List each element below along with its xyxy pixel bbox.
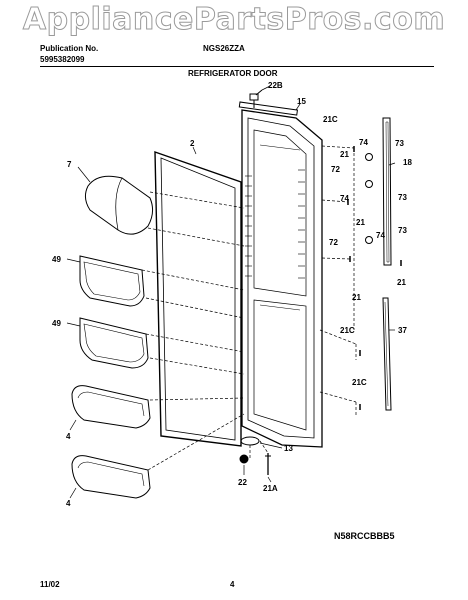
callout-4-b: 4 <box>66 499 71 508</box>
door-gasket <box>154 151 242 447</box>
callout-13: 13 <box>284 444 293 453</box>
callout-21c-mid: 21C <box>340 326 355 335</box>
callout-73-c: 73 <box>398 226 407 235</box>
shelf-bin-49-upper <box>79 255 145 307</box>
callout-73-a: 73 <box>395 139 404 148</box>
callout-2: 2 <box>190 139 195 148</box>
callout-leaders <box>66 85 396 499</box>
model-number: NGS26ZZA <box>203 44 245 53</box>
callout-74-a: 74 <box>359 138 368 147</box>
footer-date: 11/02 <box>40 580 60 589</box>
screw-21a <box>265 453 271 475</box>
handle-trim-18 <box>365 117 392 266</box>
callout-15: 15 <box>297 97 306 106</box>
callout-21-b: 21 <box>356 218 365 227</box>
handle-37 <box>382 297 392 411</box>
callout-49-b: 49 <box>52 319 61 328</box>
door-bin-4-upper <box>71 385 151 429</box>
leader-lines <box>141 145 357 471</box>
callout-37: 37 <box>398 326 407 335</box>
screws-21 <box>347 146 402 410</box>
header-rule <box>40 66 434 67</box>
hinge-bushing-13 <box>240 436 260 446</box>
callout-73-b: 73 <box>398 193 407 202</box>
callout-74-c: 74 <box>376 231 385 240</box>
callout-4-a: 4 <box>66 432 71 441</box>
callout-21-d: 21 <box>397 278 406 287</box>
callout-21a: 21A <box>263 484 278 493</box>
door-bin-4-lower <box>71 455 151 499</box>
callout-22: 22 <box>238 478 247 487</box>
door-panel <box>241 109 323 448</box>
callout-21-c: 21 <box>352 293 361 302</box>
bushing-22 <box>239 454 249 464</box>
door-top-trim <box>238 101 299 116</box>
callout-72-a: 72 <box>331 165 340 174</box>
callout-74-b: 74 <box>340 194 349 203</box>
page-number: 4 <box>230 580 235 589</box>
shelf-bin-49-lower <box>79 317 149 369</box>
callout-21c-top: 21C <box>323 115 338 124</box>
callout-18: 18 <box>403 158 412 167</box>
section-title: REFRIGERATOR DOOR <box>188 69 278 78</box>
callout-22b: 22B <box>268 81 283 90</box>
callout-21-a: 21 <box>340 150 349 159</box>
callout-21c-low: 21C <box>352 378 367 387</box>
callout-72-b: 72 <box>329 238 338 247</box>
callout-7: 7 <box>67 160 72 169</box>
publication-number: 5995382099 <box>40 55 85 64</box>
callout-49-a: 49 <box>52 255 61 264</box>
diagram-code: N58RCCBBB5 <box>334 531 395 541</box>
publication-label: Publication No. <box>40 44 99 53</box>
dairy-bin-7 <box>84 175 154 235</box>
watermark: AppliancePartsPros.com <box>22 2 446 38</box>
